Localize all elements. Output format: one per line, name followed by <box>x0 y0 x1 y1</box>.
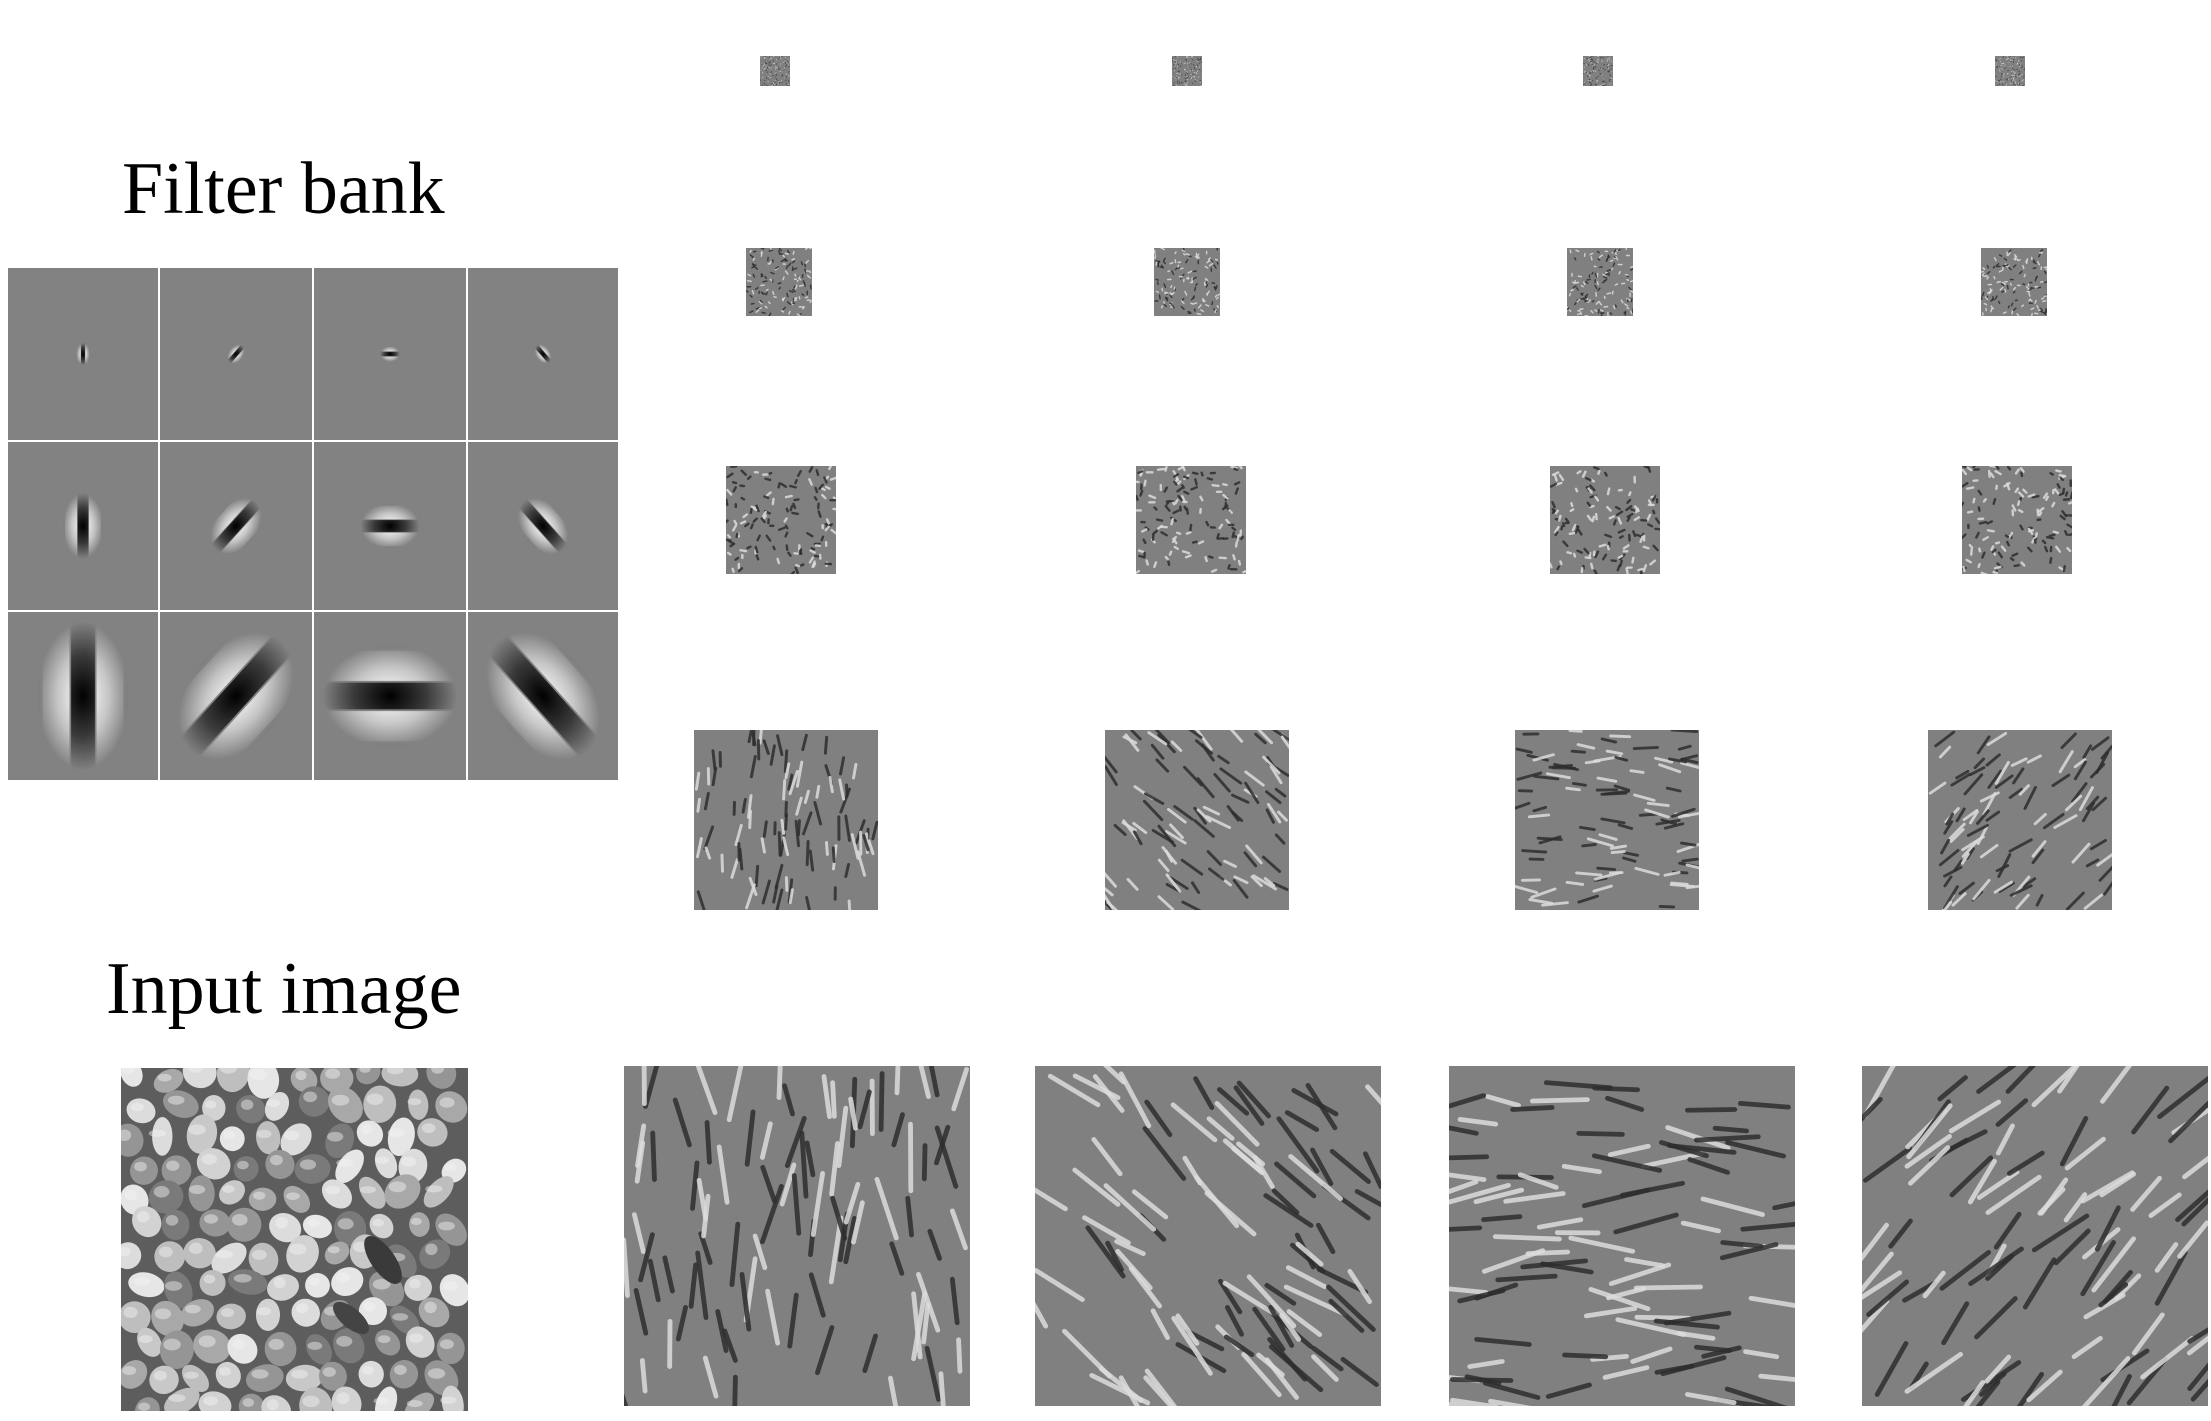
response-level1-orient135 <box>1995 56 2025 86</box>
gabor-filter-small-90deg <box>314 268 466 440</box>
gabor-filter-small-0deg <box>8 268 158 440</box>
response-level2-orient0 <box>746 248 812 316</box>
response-level3-orient90 <box>1550 466 1660 574</box>
filter-bank-title: Filter bank <box>122 148 445 230</box>
response-level2-orient90 <box>1567 248 1633 316</box>
input-image-pebbles <box>121 1068 468 1411</box>
response-level4-orient0 <box>694 730 878 910</box>
response-level5-orient0 <box>624 1066 970 1406</box>
response-level5-orient135 <box>1862 1066 2208 1406</box>
gabor-filter-large-135deg <box>468 612 618 780</box>
gabor-filter-large-90deg <box>314 612 466 780</box>
response-level5-orient90 <box>1449 1066 1795 1406</box>
gabor-filter-small-45deg <box>160 268 312 440</box>
response-level1-orient0 <box>760 56 790 86</box>
response-level3-orient0 <box>726 466 836 574</box>
gabor-filter-medium-45deg <box>160 442 312 610</box>
gabor-filter-medium-0deg <box>8 442 158 610</box>
response-level4-orient90 <box>1515 730 1699 910</box>
response-level1-orient45 <box>1172 56 1202 86</box>
input-image-title: Input image <box>106 948 462 1030</box>
response-level2-orient135 <box>1981 248 2047 316</box>
response-level3-orient135 <box>1962 466 2072 574</box>
response-level1-orient90 <box>1583 56 1613 86</box>
response-level4-orient135 <box>1928 730 2112 910</box>
gabor-filter-medium-90deg <box>314 442 466 610</box>
response-level4-orient45 <box>1105 730 1289 910</box>
response-level3-orient45 <box>1136 466 1246 574</box>
gabor-filter-large-45deg <box>160 612 312 780</box>
gabor-filter-large-0deg <box>8 612 158 780</box>
filter-bank-grid <box>8 268 618 780</box>
gabor-filter-medium-135deg <box>468 442 618 610</box>
response-level2-orient45 <box>1154 248 1220 316</box>
response-level5-orient45 <box>1035 1066 1381 1406</box>
gabor-filter-small-135deg <box>468 268 618 440</box>
